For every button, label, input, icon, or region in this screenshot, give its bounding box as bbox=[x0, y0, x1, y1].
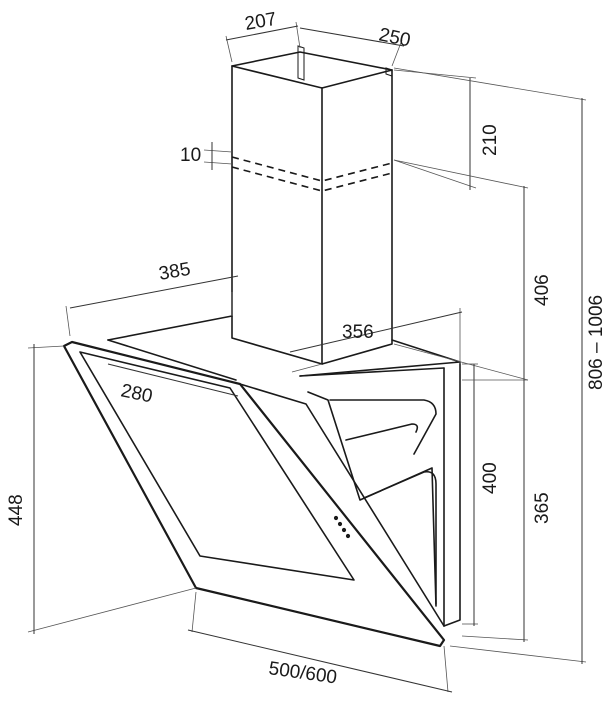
label-chimney-upper-height: 406 bbox=[532, 274, 553, 306]
label-body-height: 400 bbox=[480, 462, 501, 494]
label-hood-depth: 385 bbox=[157, 259, 192, 285]
label-chimney-depth: 250 bbox=[377, 24, 412, 51]
hood-body bbox=[107, 315, 461, 627]
dimension-lines bbox=[27, 21, 587, 693]
label-hood-height-front: 448 bbox=[6, 494, 27, 526]
label-total-height: 806 – 1006 bbox=[586, 295, 607, 390]
label-glass-depth: 280 bbox=[119, 380, 154, 407]
label-chimney-top-section: 210 bbox=[480, 124, 501, 156]
chimney bbox=[231, 45, 393, 365]
label-body-lower-height: 365 bbox=[532, 492, 553, 524]
label-hood-inner-depth: 356 bbox=[342, 322, 374, 343]
label-chimney-gap: 10 bbox=[180, 145, 201, 166]
